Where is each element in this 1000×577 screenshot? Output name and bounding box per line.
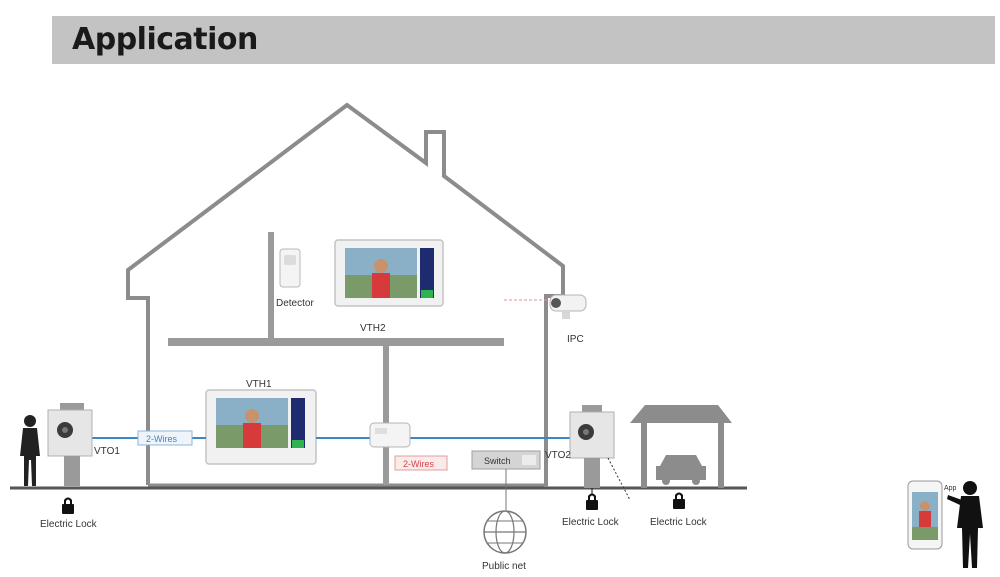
page-title: Application — [72, 22, 258, 57]
detector-label: Detector — [276, 298, 314, 309]
floor-slab — [168, 338, 504, 346]
two-wires-label-red: 2-Wires — [403, 459, 434, 469]
globe-icon — [483, 510, 527, 554]
ipc-label: IPC — [567, 334, 584, 345]
smartphone-icon — [907, 480, 943, 550]
vto1-door-station — [47, 403, 93, 486]
electric-lock-label-2: Electric Lock — [562, 517, 620, 528]
garage — [630, 405, 732, 488]
car-icon — [656, 455, 706, 485]
vth1-monitor — [205, 389, 317, 465]
visitor-figure — [20, 415, 40, 486]
two-wires-badge-red — [394, 455, 448, 471]
vto2-label: VTO2 — [545, 450, 571, 461]
lock-icon — [673, 492, 685, 509]
lock-icon — [62, 497, 74, 514]
distributor-device — [369, 422, 411, 448]
title-bar: Application — [52, 16, 995, 64]
electric-lock-label-1: Electric Lock — [40, 519, 98, 530]
upper-wall — [268, 232, 274, 338]
electric-lock-label-3: Electric Lock — [650, 517, 708, 528]
switch-label: Switch — [484, 456, 511, 466]
detector-device — [279, 248, 301, 288]
two-wires-badge — [137, 430, 193, 446]
vth2-label: VTH2 — [360, 323, 386, 334]
ipc-camera — [549, 294, 587, 319]
user-figure — [947, 481, 983, 568]
vth1-label: VTH1 — [246, 379, 272, 390]
wire-vto2-garage-lock — [607, 457, 631, 501]
app-label: App — [944, 485, 957, 492]
lock-icon — [586, 493, 598, 510]
public-net-label: Public net — [482, 561, 526, 572]
vto1-label: VTO1 — [94, 446, 120, 457]
vto2-door-station — [569, 405, 615, 488]
two-wires-label: 2-Wires — [146, 434, 177, 444]
vth2-monitor — [334, 239, 444, 307]
lower-wall — [383, 346, 389, 485]
